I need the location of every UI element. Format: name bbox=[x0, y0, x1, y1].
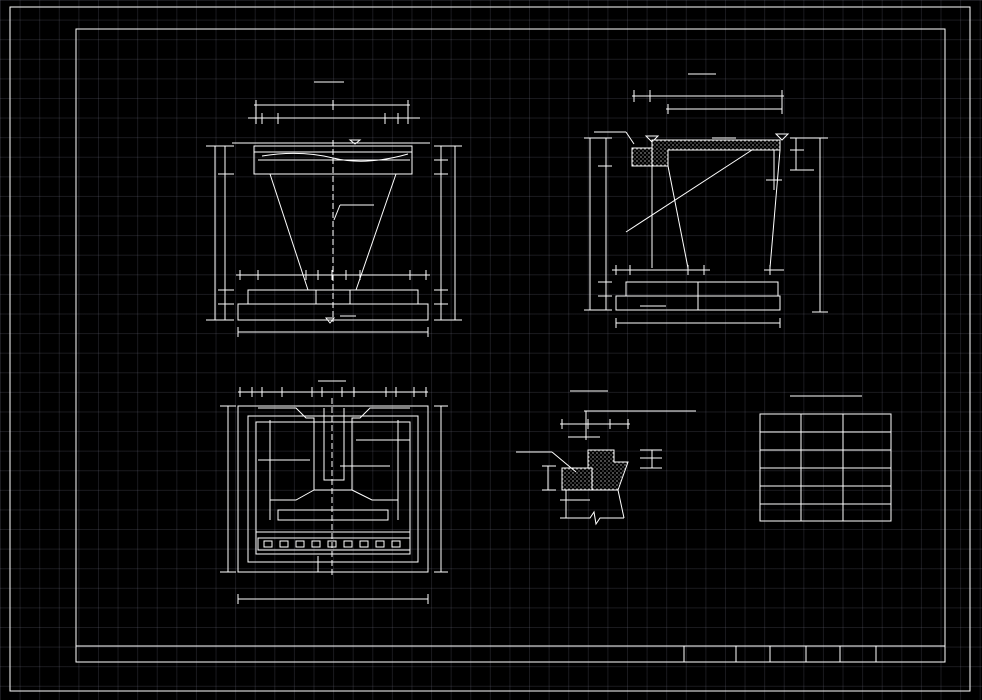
title-block bbox=[76, 645, 945, 662]
pier-plan[interactable] bbox=[220, 380, 448, 604]
pier-side-elevation[interactable] bbox=[584, 73, 828, 328]
cap-detail[interactable] bbox=[516, 390, 696, 526]
inner-border bbox=[75, 28, 946, 663]
outer-border bbox=[9, 6, 971, 692]
quantity-table[interactable] bbox=[759, 395, 892, 522]
pier-front-elevation[interactable] bbox=[206, 81, 462, 337]
